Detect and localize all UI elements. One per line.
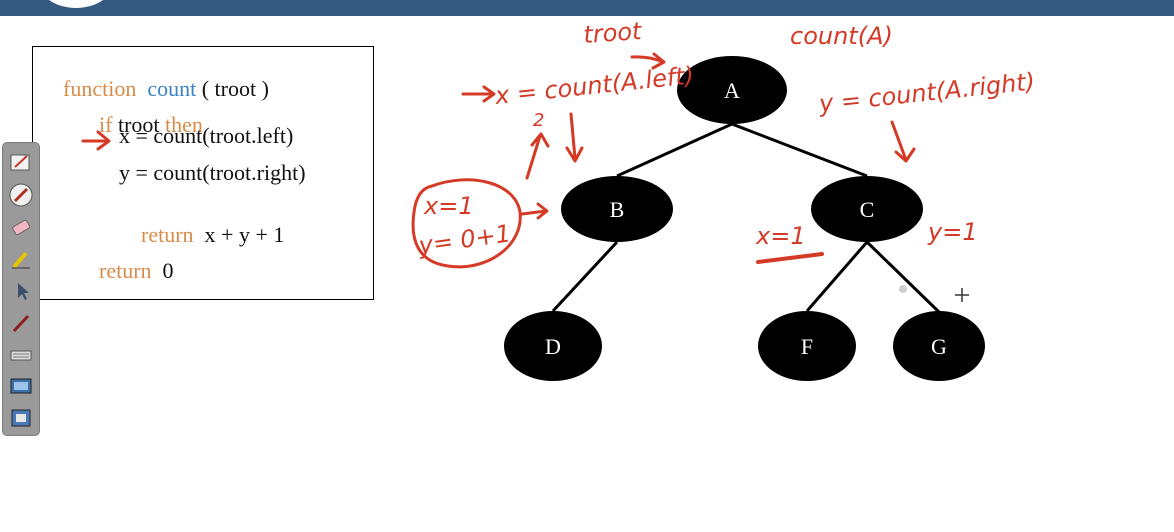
annotation-x-call: x = count(A.left) <box>493 61 696 110</box>
crosshair-cursor-icon <box>955 288 969 302</box>
annotation-b-x: x=1 <box>423 192 474 220</box>
code-line-function: function count ( troot ) <box>41 50 269 128</box>
down-to-b-arrow-icon <box>565 112 584 163</box>
troot-arrow-icon <box>630 52 666 70</box>
function-name: count <box>147 76 197 101</box>
annotation-troot: troot <box>582 17 643 49</box>
edge-c-f <box>805 241 869 312</box>
node-c-label: C <box>860 197 875 222</box>
eraser-icon[interactable] <box>9 215 33 239</box>
laser-pen-icon[interactable] <box>9 311 33 335</box>
screen-capture-icon[interactable] <box>9 375 33 399</box>
highlighter-icon[interactable] <box>9 183 33 207</box>
node-g-label: G <box>931 334 947 359</box>
node-a-label: A <box>724 78 740 103</box>
y-call-arrow-icon <box>890 120 916 163</box>
pseudocode-box: function count ( troot ) if troot then x… <box>32 46 374 300</box>
node-c <box>811 176 923 242</box>
annotation-count-a: count(A) <box>790 22 893 50</box>
code-line-y-assign: y = count(troot.right) <box>119 160 306 185</box>
node-b <box>561 176 673 242</box>
edge-c-g <box>865 240 941 314</box>
edge-b-d <box>551 240 619 313</box>
marker-icon[interactable] <box>9 247 33 271</box>
if-condition: troot <box>112 112 166 137</box>
code-line-x-assign: x = count(troot.left) <box>119 123 294 148</box>
pointer-icon[interactable] <box>9 279 33 303</box>
edge-a-c <box>731 122 868 178</box>
display-icon[interactable] <box>9 407 33 431</box>
annotation-c-y: y=1 <box>927 218 978 246</box>
current-line-arrow-icon <box>81 130 111 151</box>
up-from-b-arrow-icon <box>525 132 550 180</box>
keyboard-icon[interactable] <box>9 343 33 367</box>
annotation-c-x: x=1 <box>755 222 806 250</box>
return-sum-expr: x + y + 1 <box>193 222 285 247</box>
node-f-label: F <box>801 334 813 359</box>
node-d <box>504 311 602 381</box>
x-call-arrow-icon <box>461 85 496 103</box>
keyword-function: function <box>63 76 137 101</box>
b-return-circle <box>411 178 522 269</box>
keyword-if: if <box>99 112 113 137</box>
return-zero-expr: 0 <box>151 258 174 283</box>
keyword-return: return <box>141 222 194 247</box>
node-f <box>758 311 856 381</box>
annotation-toolbar <box>2 142 40 436</box>
c-x-underline <box>756 252 824 264</box>
code-line-if: if troot then <box>77 86 203 164</box>
annotation-two: 2 <box>533 110 544 131</box>
annotation-y-call: y = count(A.right) <box>817 67 1037 118</box>
code-line-return-zero: return 0 <box>77 232 174 310</box>
node-a <box>677 56 787 124</box>
code-line-return-sum: return x + y + 1 <box>119 196 284 274</box>
cursor-dot <box>899 285 907 293</box>
edge-a-b <box>616 122 733 178</box>
keyword-return: return <box>99 258 152 283</box>
node-d-label: D <box>545 334 561 359</box>
node-b-label: B <box>610 197 625 222</box>
header-bar <box>0 0 1174 16</box>
b-result-arrow-icon <box>520 202 549 220</box>
header-logo-circle <box>40 0 112 8</box>
pen-icon[interactable] <box>9 151 33 175</box>
node-g <box>893 311 985 381</box>
function-params: ( troot ) <box>196 76 269 101</box>
keyword-then: then <box>165 112 203 137</box>
